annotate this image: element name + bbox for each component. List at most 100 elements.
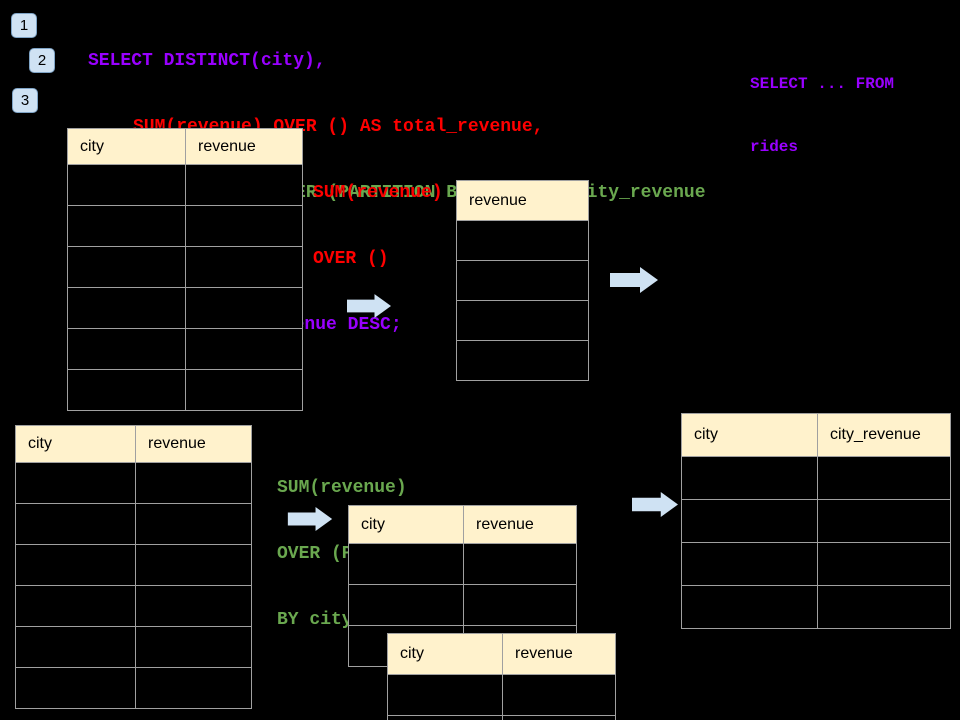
table-row: [456, 260, 589, 301]
empty-cell: [817, 585, 951, 629]
empty-cell: [817, 542, 951, 586]
empty-cell: [681, 499, 818, 543]
table-row: [348, 543, 577, 585]
table-row: [15, 544, 252, 586]
table-row: [15, 585, 252, 627]
column-header: city: [15, 425, 136, 463]
empty-cell: [387, 715, 503, 720]
empty-cell: [135, 585, 252, 627]
empty-cell: [502, 674, 616, 716]
table-row: [67, 369, 303, 411]
column-header: revenue: [135, 425, 252, 463]
empty-cell: [135, 462, 252, 504]
partition-annotation-line-1: SUM(revenue): [277, 478, 407, 498]
empty-cell: [15, 462, 136, 504]
empty-cell: [15, 585, 136, 627]
table-row: [456, 340, 589, 381]
empty-cell: [456, 220, 589, 261]
empty-cell: [456, 340, 589, 381]
column-header: revenue: [456, 180, 589, 221]
empty-cell: [185, 164, 303, 206]
right-arrow-icon: [632, 492, 678, 517]
side-note-line-2: rides: [750, 138, 799, 156]
table-row: [348, 584, 577, 626]
table-row: [15, 503, 252, 545]
table-row: [681, 456, 951, 500]
empty-cell: [456, 300, 589, 341]
empty-cell: [67, 246, 186, 288]
table-row: [681, 585, 951, 629]
empty-cell: [681, 542, 818, 586]
table-row: [456, 300, 589, 341]
column-header: city: [348, 505, 464, 544]
empty-cell: [502, 715, 616, 720]
empty-cell: [67, 328, 186, 370]
empty-cell: [67, 164, 186, 206]
header-row: revenue: [456, 180, 589, 221]
empty-cell: [681, 456, 818, 500]
empty-cell: [681, 585, 818, 629]
empty-cell: [135, 667, 252, 709]
empty-cell: [185, 246, 303, 288]
empty-cell: [67, 205, 186, 247]
table-row: [67, 205, 303, 247]
sql-line-select: SELECT DISTINCT(city),: [88, 51, 326, 71]
empty-cell: [387, 674, 503, 716]
right-arrow-icon: [347, 294, 391, 318]
side-note-line-1: SELECT ... FROM: [750, 75, 895, 93]
table-row: [15, 462, 252, 504]
empty-cell: [185, 287, 303, 329]
table-row: [456, 220, 589, 261]
total-annotation-line-2: OVER (): [313, 249, 389, 269]
empty-cell: [67, 369, 186, 411]
empty-cell: [817, 456, 951, 500]
step-badge-3: 3: [12, 88, 38, 113]
column-header: revenue: [502, 633, 616, 675]
column-header: revenue: [185, 128, 303, 165]
column-header: city: [387, 633, 503, 675]
empty-cell: [463, 584, 577, 626]
empty-cell: [15, 544, 136, 586]
empty-cell: [15, 503, 136, 545]
table-row: [681, 499, 951, 543]
side-note-select-from: SELECT ... FROM rides: [750, 32, 894, 200]
column-header: city: [67, 128, 186, 165]
empty-cell: [15, 626, 136, 668]
right-arrow-icon: [287, 507, 333, 531]
column-header: city_revenue: [817, 413, 951, 457]
table-row: [67, 246, 303, 288]
table-row: [387, 674, 616, 716]
step-badge-2: 2: [29, 48, 55, 73]
column-header: revenue: [463, 505, 577, 544]
step-badge-1: 1: [11, 13, 37, 38]
total-revenue-annotation: SUM(revenue) OVER (): [313, 138, 443, 314]
table-row: [15, 667, 252, 709]
empty-cell: [185, 369, 303, 411]
table-row: [681, 542, 951, 586]
table-row: [67, 328, 303, 370]
empty-cell: [15, 667, 136, 709]
table-row: [387, 715, 616, 720]
total-revenue-result-table: revenue: [456, 180, 589, 381]
empty-cell: [135, 626, 252, 668]
table-row: [67, 164, 303, 206]
table-row: [15, 626, 252, 668]
empty-cell: [185, 205, 303, 247]
total-annotation-line-1: SUM(revenue): [313, 183, 443, 203]
empty-cell: [185, 328, 303, 370]
empty-cell: [817, 499, 951, 543]
empty-cell: [463, 543, 577, 585]
empty-cell: [456, 260, 589, 301]
empty-cell: [135, 544, 252, 586]
empty-cell: [348, 543, 464, 585]
column-header: city: [681, 413, 818, 457]
